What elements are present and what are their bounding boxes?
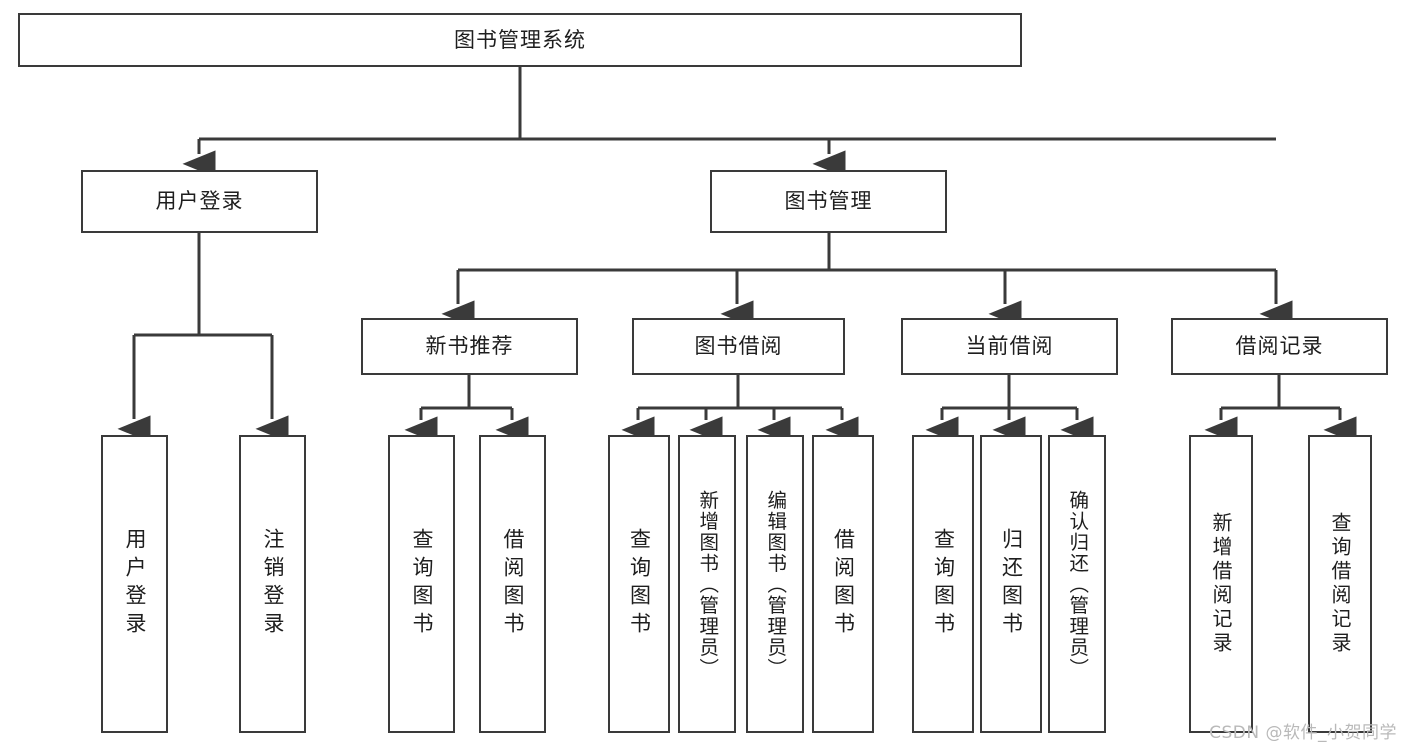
node-new-book-recommend[interactable]: 新书推荐 bbox=[361, 318, 578, 375]
leaf-label: 查询图书 bbox=[410, 528, 434, 640]
leaf-new-book-borrow-book[interactable]: 借阅图书 bbox=[479, 435, 546, 733]
leaf-book-borrow-add-book-admin[interactable]: 新增图书（管理员） bbox=[678, 435, 736, 733]
node-book-borrow-label: 图书借阅 bbox=[694, 334, 783, 359]
leaf-label: 新增借阅记录 bbox=[1209, 512, 1233, 656]
node-borrow-records[interactable]: 借阅记录 bbox=[1171, 318, 1388, 375]
leaf-label: 查询图书 bbox=[627, 528, 652, 640]
csdn-watermark: CSDN @软件_小贺同学 bbox=[1209, 723, 1397, 743]
leaf-book-borrow-edit-book-admin[interactable]: 编辑图书（管理员） bbox=[746, 435, 804, 733]
leaf-new-book-query-book[interactable]: 查询图书 bbox=[388, 435, 455, 733]
leaf-label: 归还图书 bbox=[999, 528, 1024, 640]
node-book-management-label: 图书管理 bbox=[784, 189, 873, 214]
leaf-label: 查询借阅记录 bbox=[1328, 512, 1352, 656]
leaf-borrow-records-query-record[interactable]: 查询借阅记录 bbox=[1308, 435, 1372, 733]
leaf-user-login-login[interactable]: 用户登录 bbox=[101, 435, 168, 733]
leaf-label: 编辑图书（管理员） bbox=[763, 489, 787, 679]
leaf-borrow-records-add-record[interactable]: 新增借阅记录 bbox=[1189, 435, 1253, 733]
leaf-current-borrow-confirm-return-admin[interactable]: 确认归还（管理员） bbox=[1048, 435, 1106, 733]
leaf-label: 用户登录 bbox=[123, 528, 147, 640]
node-book-borrow[interactable]: 图书借阅 bbox=[632, 318, 845, 375]
node-new-book-recommend-label: 新书推荐 bbox=[425, 334, 514, 359]
node-current-borrow-label: 当前借阅 bbox=[965, 334, 1054, 359]
leaf-label: 确认归还（管理员） bbox=[1065, 489, 1089, 679]
node-current-borrow[interactable]: 当前借阅 bbox=[901, 318, 1118, 375]
leaf-current-borrow-return-book[interactable]: 归还图书 bbox=[980, 435, 1042, 733]
node-user-login[interactable]: 用户登录 bbox=[81, 170, 318, 233]
leaf-label: 新增图书（管理员） bbox=[695, 489, 719, 679]
node-borrow-records-label: 借阅记录 bbox=[1235, 334, 1324, 359]
node-book-management[interactable]: 图书管理 bbox=[710, 170, 947, 233]
leaf-current-borrow-query-book[interactable]: 查询图书 bbox=[912, 435, 974, 733]
node-root[interactable]: 图书管理系统 bbox=[18, 13, 1022, 67]
leaf-user-login-logout[interactable]: 注销登录 bbox=[239, 435, 306, 733]
leaf-book-borrow-borrow-book[interactable]: 借阅图书 bbox=[812, 435, 874, 733]
node-user-login-label: 用户登录 bbox=[155, 189, 244, 214]
leaf-label: 注销登录 bbox=[261, 528, 285, 640]
leaf-book-borrow-query-book[interactable]: 查询图书 bbox=[608, 435, 670, 733]
node-root-label: 图书管理系统 bbox=[454, 27, 586, 52]
leaf-label: 借阅图书 bbox=[501, 528, 525, 640]
leaf-label: 借阅图书 bbox=[831, 528, 856, 640]
leaf-label: 查询图书 bbox=[931, 528, 956, 640]
